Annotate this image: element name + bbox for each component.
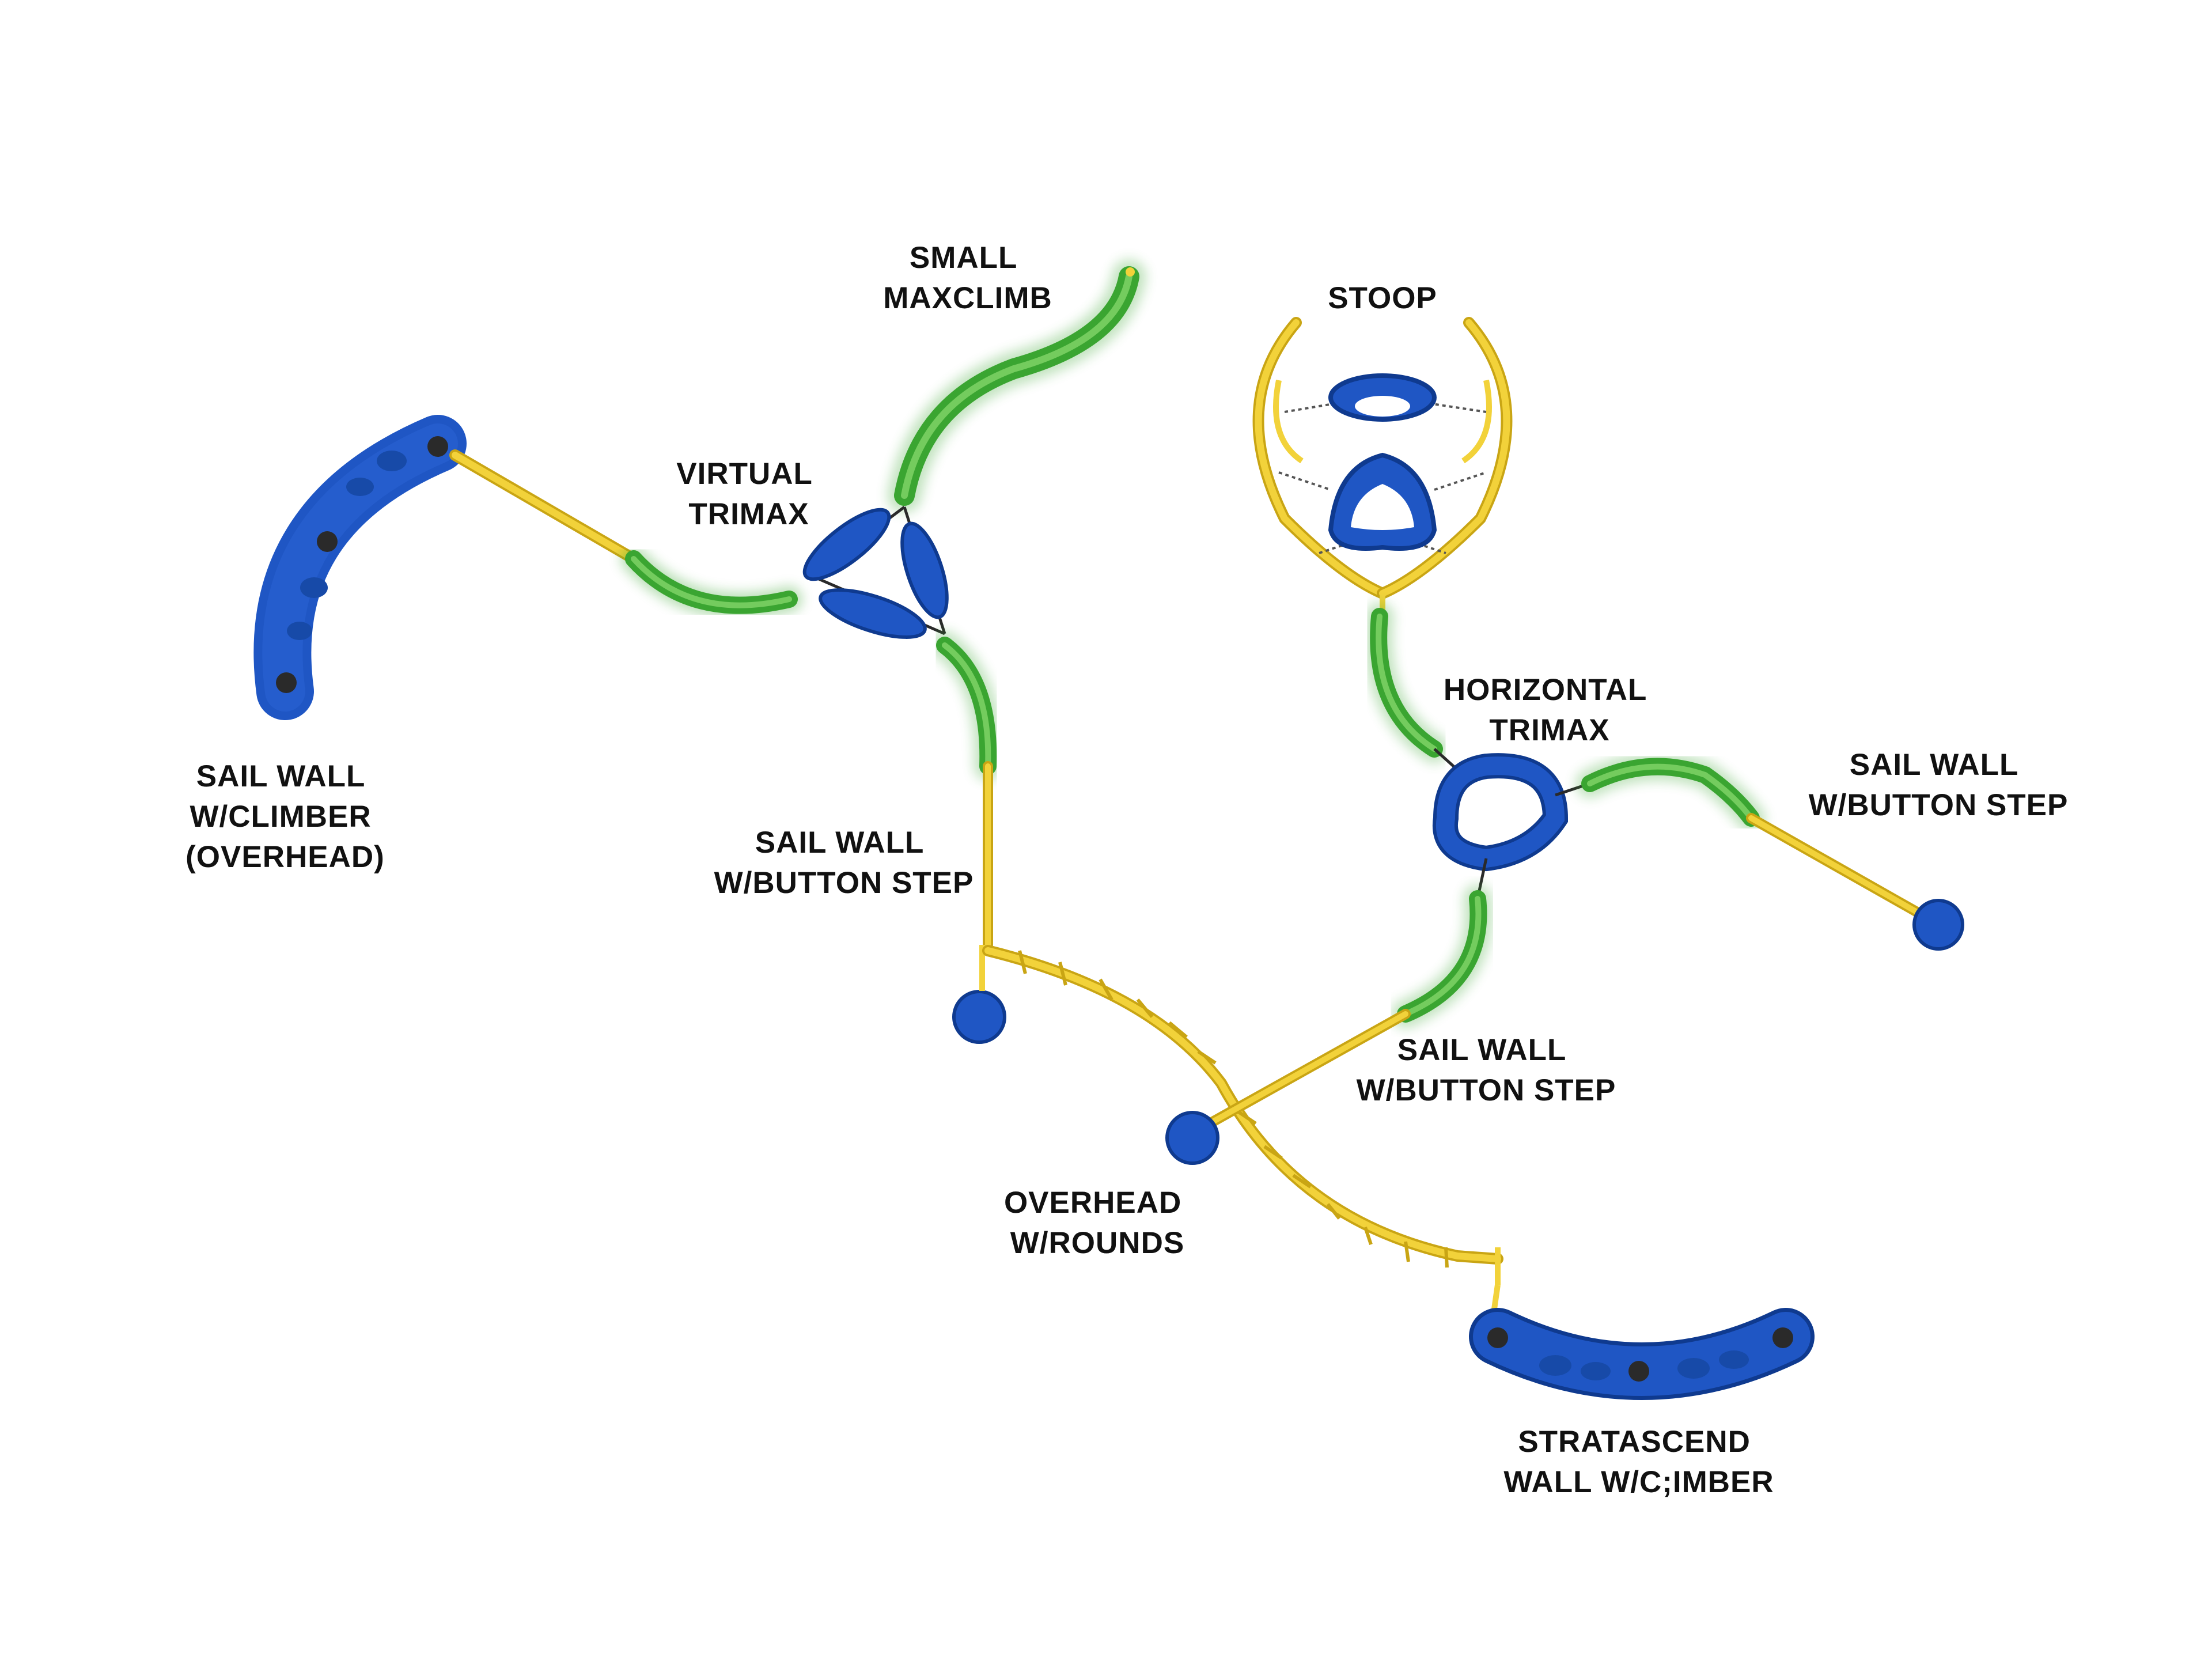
- trimax-pad-bottom: [819, 588, 927, 639]
- bolt-icon: [317, 531, 338, 552]
- label-stoop: STOOP: [1328, 281, 1437, 315]
- sail-wall-button-step-center: [930, 631, 1006, 1044]
- sail-wall-climber-arm: [449, 449, 802, 619]
- overhead-rounds: [982, 945, 1503, 1326]
- sail-wall-button-step-lower: [1165, 858, 1493, 1165]
- label-horizontal-trimax: HORIZONTAL TRIMAX: [1444, 673, 1656, 747]
- small-maxclimb: [887, 259, 1146, 513]
- bolt-icon: [1628, 1361, 1649, 1382]
- label-sail-wall-button-step-center: SAIL WALL W/BUTTON STEP: [714, 826, 974, 900]
- label-small-maxclimb: SMALL MAXCLIMB: [883, 241, 1052, 315]
- stratascend-wall: [1469, 1308, 1815, 1400]
- label-sail-wall-button-step-lower: SAIL WALL W/BUTTON STEP: [1357, 1033, 1616, 1107]
- bolt-icon: [427, 436, 448, 457]
- label-virtual-trimax: VIRTUAL TRIMAX: [676, 457, 821, 531]
- stoop-stem: [1364, 593, 1464, 776]
- label-overhead-rounds: OVERHEAD W/ROUNDS: [1004, 1186, 1191, 1260]
- trimax-pad-right: [900, 521, 949, 619]
- rock-hold-icon: [287, 451, 407, 640]
- horizontal-trimax: [1432, 753, 1569, 872]
- blue-disc-icon: [1912, 899, 1964, 951]
- rock-hold-icon: [1539, 1350, 1749, 1380]
- sail-wall-button-step-right: [1555, 752, 1964, 951]
- bolt-icon: [1772, 1327, 1793, 1348]
- stoop: [1252, 317, 1513, 599]
- bolt-icon: [1487, 1327, 1508, 1348]
- label-sail-wall-button-step-right: SAIL WALL W/BUTTON STEP: [1809, 748, 2069, 822]
- sail-wall-climber-overhead: [253, 415, 467, 720]
- label-sail-wall-climber-overhead: SAIL WALL W/CLIMBER (OVERHEAD): [185, 759, 385, 874]
- bolt-icon: [276, 672, 297, 693]
- trimax-pad-left: [802, 508, 891, 581]
- blue-disc-icon: [952, 990, 1006, 1044]
- virtual-trimax: [802, 506, 949, 639]
- blue-disc-icon: [1165, 1111, 1219, 1165]
- label-stratascend-wall: STRATASCEND WALL W/C;IMBER: [1503, 1425, 1774, 1499]
